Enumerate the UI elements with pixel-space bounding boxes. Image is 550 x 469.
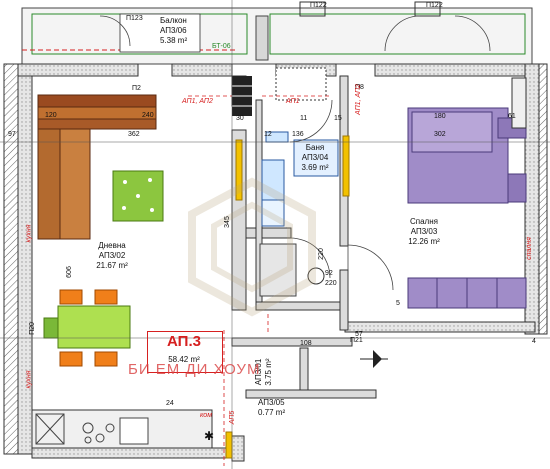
- water-heater: [307, 267, 325, 285]
- apartment-area: 58.42 m²: [168, 355, 200, 364]
- dim-92: 92: [325, 270, 333, 277]
- tag-ap1-side: АП1, АП2: [354, 84, 362, 115]
- dim-15: 15: [334, 115, 342, 122]
- cooktop: [82, 422, 115, 444]
- tag-ap1-right: АП1: [286, 98, 300, 105]
- tag-side-left-b: кухня: [25, 370, 33, 389]
- tag-ap1-left: АП1, АП2: [182, 98, 213, 105]
- point-label-p123: П123: [126, 15, 143, 22]
- corridor-cabinet: [259, 243, 297, 297]
- door-swings: [99, 15, 491, 291]
- point-label-p122a: П122: [310, 2, 327, 9]
- tag-bottom-a: ком: [200, 412, 212, 419]
- point-label-p2: П2: [132, 85, 141, 92]
- point-label-p20: П20: [28, 322, 36, 335]
- dim-11: 11: [300, 115, 308, 122]
- balcony-area: [21, 1, 533, 65]
- dim-5: 5: [396, 300, 400, 307]
- dim-97: 97: [8, 131, 16, 138]
- dim-108: 108: [300, 340, 312, 347]
- point-label-p21: П21: [350, 337, 363, 344]
- red-axis-lines: [188, 95, 330, 466]
- door-marker-left: [235, 139, 243, 201]
- dim-57: 57: [355, 331, 363, 338]
- dim-220: 220: [325, 280, 337, 287]
- bath-label: Баня АП3/04 3.69 m²: [301, 143, 329, 172]
- dim-61: 61: [508, 113, 516, 120]
- dim-345: 345: [223, 216, 231, 228]
- radiator: [511, 77, 527, 129]
- dim-606: 606: [65, 266, 73, 278]
- dining-set: [43, 289, 131, 367]
- door-marker-bottom: [225, 431, 233, 459]
- sofa: [37, 94, 157, 240]
- dim-30: 30: [236, 115, 244, 122]
- dim-4: 4: [532, 338, 536, 345]
- dim-220b: 220: [317, 248, 325, 260]
- living-label: Дневна АП3/02 21.67 m²: [96, 241, 128, 270]
- point-label-p8: П8: [355, 84, 364, 91]
- point-label-p122b: П122: [426, 2, 443, 9]
- dim-362: 362: [128, 131, 140, 138]
- storage-label: АП3/05 0.77 m²: [258, 398, 286, 417]
- balcony-label: Балкон АП3/06 5.38 m²: [160, 16, 188, 45]
- door-marker-right: [342, 135, 350, 197]
- dim-240: 240: [142, 112, 154, 119]
- dim-180: 180: [434, 113, 446, 120]
- apartment-box: [147, 331, 223, 373]
- bathroom-fixtures: [261, 67, 339, 227]
- interior-walls: [231, 75, 377, 399]
- tag-bottom-b: АП5: [229, 410, 237, 425]
- bedroom-label: Спалня АП3/03 12.26 m²: [408, 217, 440, 246]
- dim-24: 24: [166, 400, 174, 407]
- tag-side-left-a: кухня: [25, 224, 33, 243]
- watermark-text: БИ ЕМ ДИ ХОУМ: [128, 361, 261, 378]
- watermark-emblem: [188, 177, 316, 317]
- bed: [407, 107, 527, 204]
- fridge: [35, 413, 65, 445]
- tag-balcony: БТ-06: [212, 43, 231, 50]
- shaft: [232, 76, 252, 116]
- dim-136: 136: [292, 131, 304, 138]
- tag-side-right: спалня: [525, 237, 533, 260]
- wardrobe: [407, 277, 527, 309]
- cooker-hood-icon: ✱: [204, 429, 214, 443]
- dim-120: 120: [45, 112, 57, 119]
- entrance-arrow-icon: [360, 350, 388, 368]
- coffee-table-pattern: [122, 178, 154, 212]
- dim-12: 12: [264, 131, 272, 138]
- kitchen-sink: [119, 417, 149, 445]
- apartment-label: АП.3: [167, 333, 201, 350]
- dim-302: 302: [434, 131, 446, 138]
